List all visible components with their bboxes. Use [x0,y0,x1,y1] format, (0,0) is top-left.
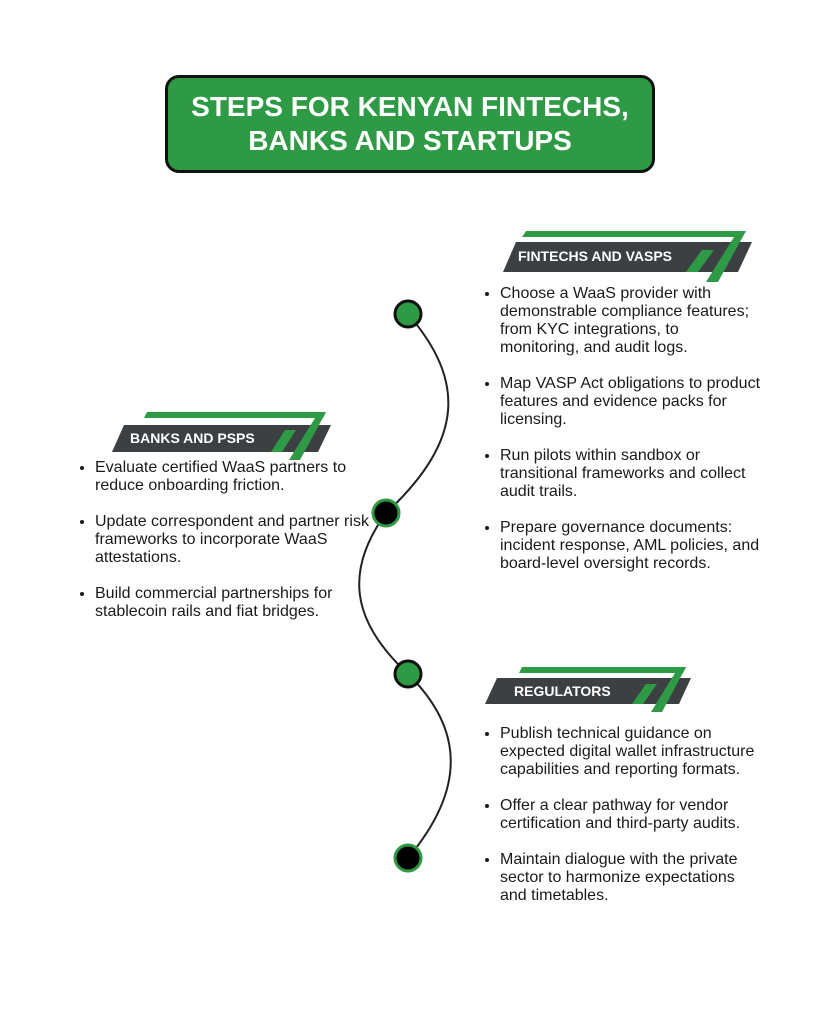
timeline-line [358,313,452,859]
list-item: Prepare governance documents: incident r… [500,519,760,573]
section-heading-banks: BANKS AND PSPS [130,430,255,446]
fintechs-list: Choose a WaaS provider with demonstrable… [480,285,760,591]
page-title: STEPS FOR KENYAN FINTECHS, BANKS AND STA… [191,91,629,156]
title-box: STEPS FOR KENYAN FINTECHS, BANKS AND STA… [165,75,655,173]
banner-banks-shape [112,412,331,460]
timeline-node-green [393,659,423,689]
list-item: Maintain dialogue with the private secto… [500,851,765,905]
list-item: Offer a clear pathway for vendor certifi… [500,797,765,833]
regulators-list: Publish technical guidance on expected d… [480,725,765,923]
list-item: Choose a WaaS provider with demonstrable… [500,285,760,357]
list-item: Run pilots within sandbox or transitiona… [500,447,760,501]
list-item: Publish technical guidance on expected d… [500,725,765,779]
section-heading-fintechs: FINTECHS AND VASPS [518,248,673,264]
list-item: Map VASP Act obligations to product feat… [500,375,760,429]
timeline-node-black [393,843,423,873]
banner-regulators-shape [485,667,691,712]
list-item: Update correspondent and partner risk fr… [95,513,370,567]
list-item: Build commercial partnerships for stable… [95,585,370,621]
banks-list: Evaluate certified WaaS partners to redu… [75,459,370,639]
section-heading-regulators: REGULATORS [514,683,611,699]
timeline-node-black [371,498,401,528]
list-item: Evaluate certified WaaS partners to redu… [95,459,370,495]
timeline-node-green [393,299,423,329]
banner-fintechs-shape [503,231,752,282]
